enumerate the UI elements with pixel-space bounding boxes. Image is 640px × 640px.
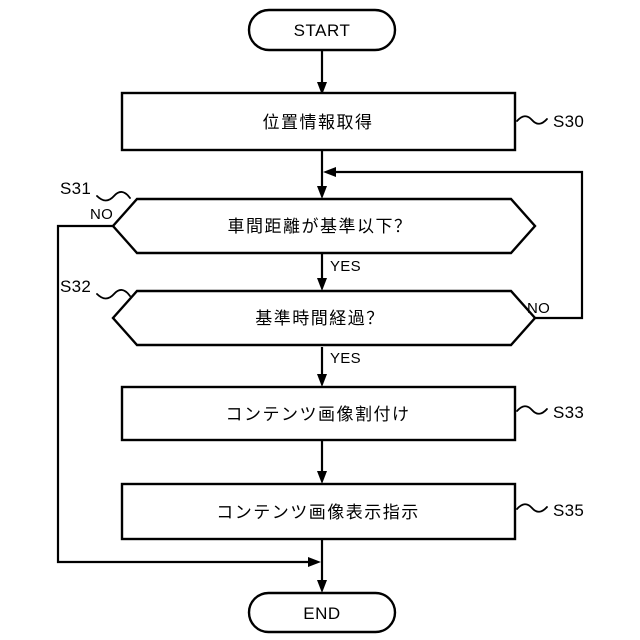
arrowhead [317,186,327,199]
step-marker-s33: S33 [516,403,584,422]
s31-decision-shape [111,197,537,255]
s33-step-number: S33 [553,403,584,422]
node-s30[interactable]: 位置情報取得 [120,91,517,152]
edge-s31-no-to-end [56,224,321,567]
node-end[interactable]: END [247,591,397,634]
edge-s32-to-s33 [317,347,327,387]
node-s35[interactable]: コンテンツ画像表示指示 [120,482,517,541]
edge-s30-to-s31 [317,150,327,199]
s32-label: 基準時間経過？ [255,309,385,328]
arrowhead [323,167,336,177]
node-s32[interactable]: 基準時間経過？ [111,289,537,347]
s35-label: コンテンツ画像表示指示 [216,503,420,522]
s30-process-shape [120,91,517,152]
s30-step-number: S30 [553,112,584,131]
s35-step-number: S35 [553,501,584,520]
edge-s31-to-s32 [317,253,327,291]
end-label: END [303,604,340,623]
s32-yes-branch-label: YES [330,350,361,367]
edge-s32-no-loopback [323,167,584,320]
s35-process-shape [120,482,517,541]
s31-label: 車間距離が基準以下？ [228,217,413,236]
edge-s35-to-end [317,539,327,593]
edge-start-to-s30 [317,50,327,95]
s30-label: 位置情報取得 [263,113,374,132]
s33-process-shape [120,385,517,442]
step-marker-s32: S32 [60,277,131,300]
arrowhead [317,278,327,291]
arrowhead [317,82,327,95]
step-marker-s30: S30 [516,112,584,131]
step-marker-s35: S35 [516,501,584,520]
s32-no-branch-label: NO [527,300,550,317]
node-start[interactable]: START [247,8,397,52]
edge-s33-to-s35 [317,440,327,484]
node-s33[interactable]: コンテンツ画像割付け [120,385,517,442]
arrowhead [317,471,327,484]
arrowhead [317,580,327,593]
s31-no-branch-label: NO [90,206,113,223]
s32-decision-shape [111,289,537,347]
start-terminator-shape [247,8,397,52]
s33-label: コンテンツ画像割付け [226,405,411,424]
arrowhead [308,557,321,567]
arrowhead [317,374,327,387]
s32-step-number: S32 [60,277,91,296]
node-s31[interactable]: 車間距離が基準以下？ [111,197,537,255]
step-marker-s31: S31 [60,179,131,202]
s31-step-number: S31 [60,179,91,198]
start-label: START [294,21,351,40]
s31-yes-branch-label: YES [330,258,361,275]
end-terminator-shape [247,591,397,634]
